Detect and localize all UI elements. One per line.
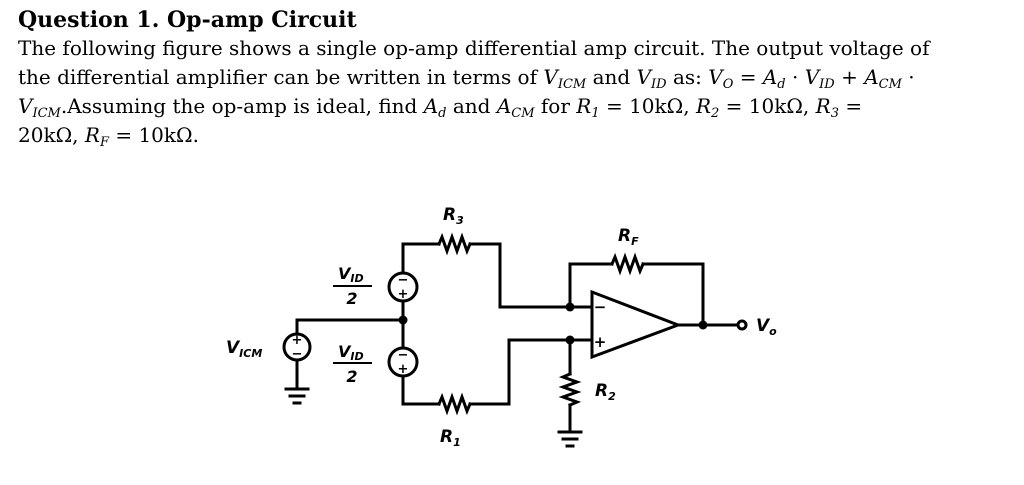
label-vid-top-numerator: VID — [338, 264, 364, 285]
label-vid-bottom-denominator: 2 — [346, 367, 357, 386]
vid-bottom-plus-sign: + — [398, 362, 409, 377]
math-r1: R1 — [576, 94, 600, 121]
math-rf: RF — [84, 123, 109, 150]
question-line-3: VICM.Assuming the op-amp is ideal, find … — [18, 92, 1008, 121]
line3-and: and — [452, 94, 491, 118]
math-vicm-2: VICM — [18, 94, 61, 121]
label-r1: R1 — [440, 427, 461, 449]
label-r3: R3 — [443, 205, 464, 227]
question-line-1: The following figure shows a single op-a… — [18, 36, 930, 60]
junction-dots — [398, 302, 708, 345]
ground-icon — [284, 387, 310, 405]
opamp-minus-sign: − — [594, 298, 607, 316]
label-r2: R2 — [595, 381, 616, 403]
wire-r3-right — [468, 242, 594, 309]
opamp-plus-sign: + — [594, 333, 607, 351]
vid-top-plus-sign: + — [398, 287, 409, 302]
label-rf: RF — [618, 226, 639, 248]
value-r3-cont: 20kΩ, — [18, 123, 79, 147]
vid-top-source — [387, 271, 419, 303]
vid-bottom-source — [387, 346, 419, 378]
line2-and: and — [592, 65, 631, 89]
output-terminal — [736, 319, 748, 331]
op-amp — [590, 289, 683, 360]
wire-r1-right — [468, 338, 594, 406]
question-text: Question 1. Op-amp Circuit The following… — [18, 6, 1008, 150]
vicm-minus-sign: − — [292, 347, 303, 362]
wire-rf-right — [641, 262, 705, 327]
question-title: Question 1. Op-amp Circuit — [18, 7, 357, 33]
resistor-rf — [610, 252, 645, 276]
resistor-r3 — [437, 232, 472, 256]
math-vid: VID — [636, 65, 667, 92]
ground-icon — [557, 430, 583, 448]
value-r2: = 10kΩ, — [725, 94, 810, 118]
math-vicm: VICM — [543, 65, 587, 92]
resistor-r2 — [558, 372, 582, 407]
vicm-plus-sign: + — [292, 333, 303, 348]
value-r1: = 10kΩ, — [605, 94, 690, 118]
math-acm: ACM — [496, 94, 535, 121]
label-vicm: VICM — [226, 338, 262, 360]
label-vid-top-denominator: 2 — [346, 289, 357, 308]
line3-for: for — [540, 94, 570, 118]
vid-bottom-minus-sign: − — [398, 348, 409, 363]
value-r3: = — [845, 94, 863, 118]
math-r3: R3 — [815, 94, 839, 121]
resistor-r1 — [437, 392, 472, 416]
label-vid-bottom-numerator: VID — [338, 342, 364, 363]
wire-rf-left — [568, 262, 614, 309]
math-equation: VO = Ad · VID + ACM · — [708, 65, 915, 92]
line2-text: the differential amplifier can be writte… — [18, 65, 538, 89]
question-line-2: the differential amplifier can be writte… — [18, 63, 1008, 92]
line3-text: .Assuming the op-amp is ideal, find — [60, 94, 418, 118]
question-line-4: 20kΩ, RF = 10kΩ. — [18, 121, 1008, 150]
value-rf: = 10kΩ. — [115, 123, 199, 147]
math-ad: Ad — [423, 94, 447, 121]
math-r2: R2 — [695, 94, 720, 121]
vid-top-minus-sign: − — [398, 273, 409, 288]
vicm-source — [282, 332, 312, 362]
label-vo: Vo — [756, 316, 777, 338]
line2-as: as: — [672, 65, 702, 89]
